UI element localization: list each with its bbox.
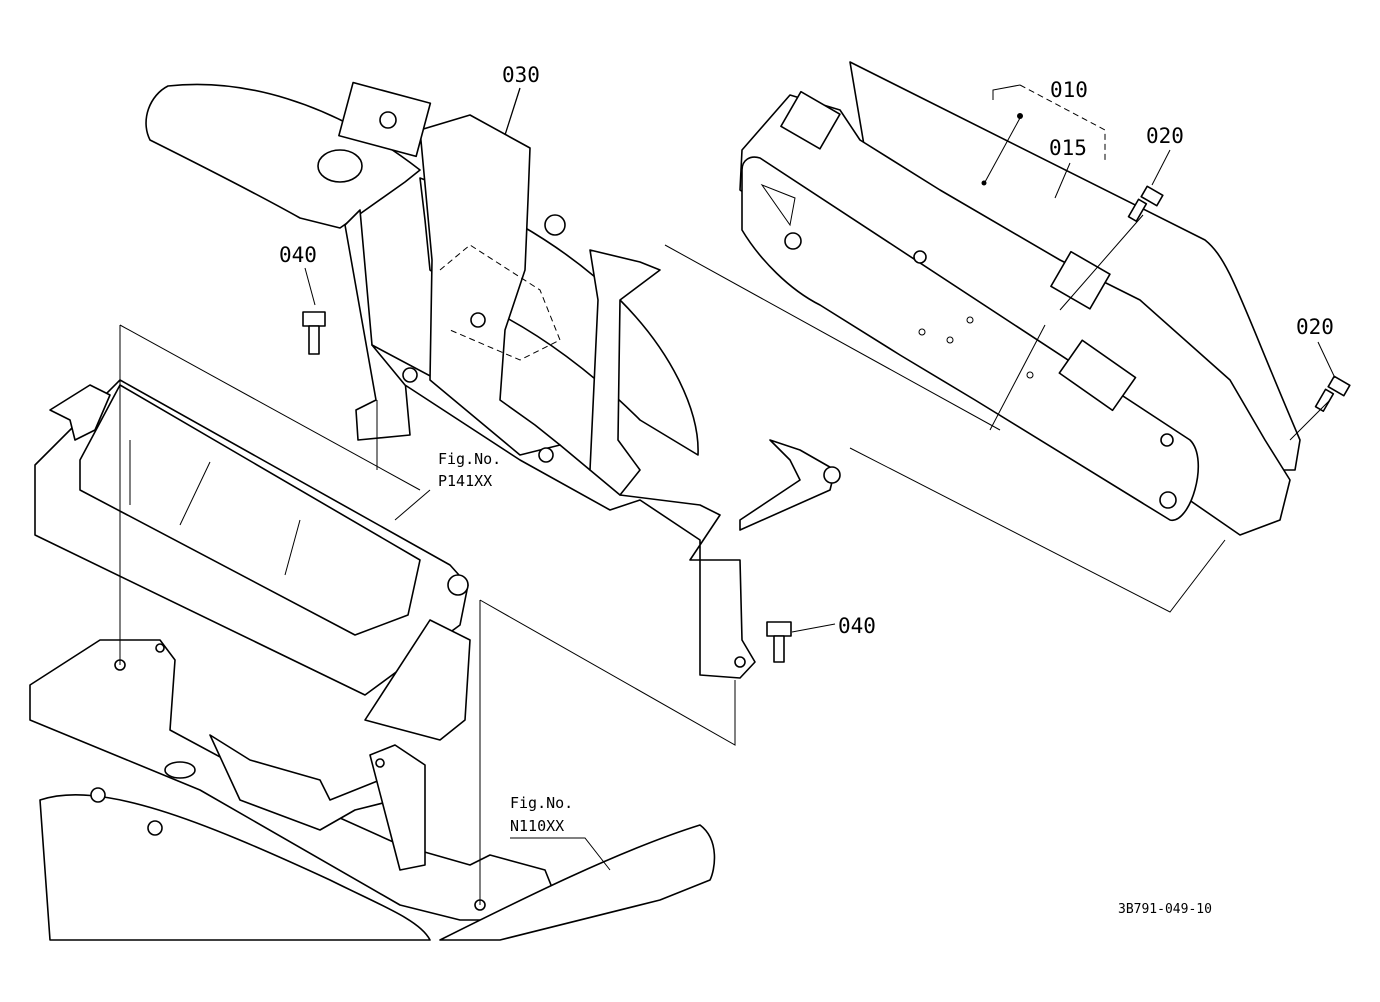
bolt-040-lower	[766, 621, 792, 663]
screw-020-lower	[1314, 375, 1351, 412]
figure-ref-p141xx-line1: Fig.No.	[438, 450, 501, 468]
screw-020-upper	[1127, 185, 1164, 222]
callout-030: 030	[502, 63, 540, 87]
assembly-lines	[119, 214, 1331, 905]
leader-lines	[304, 84, 1336, 871]
callout-020-lower: 020	[1296, 315, 1334, 339]
drawing-code: 3B791-049-10	[1118, 902, 1212, 917]
base-frame	[29, 639, 716, 941]
bolt-040-upper	[302, 311, 326, 355]
callout-040-upper: 040	[279, 243, 317, 267]
figure-ref-p141xx-line2: P141XX	[438, 472, 492, 490]
meter-unit	[739, 61, 1301, 536]
figure-ref-n110xx-line2: N110XX	[510, 817, 564, 835]
figure-ref-n110xx-line1: Fig.No.	[510, 794, 573, 812]
callout-015: 015	[1049, 136, 1087, 160]
air-duct-assembly	[34, 379, 471, 741]
callout-020-upper: 020	[1146, 124, 1184, 148]
bracket-frame	[338, 81, 841, 679]
callout-010: 010	[1050, 78, 1088, 102]
callout-040-lower: 040	[838, 614, 876, 638]
